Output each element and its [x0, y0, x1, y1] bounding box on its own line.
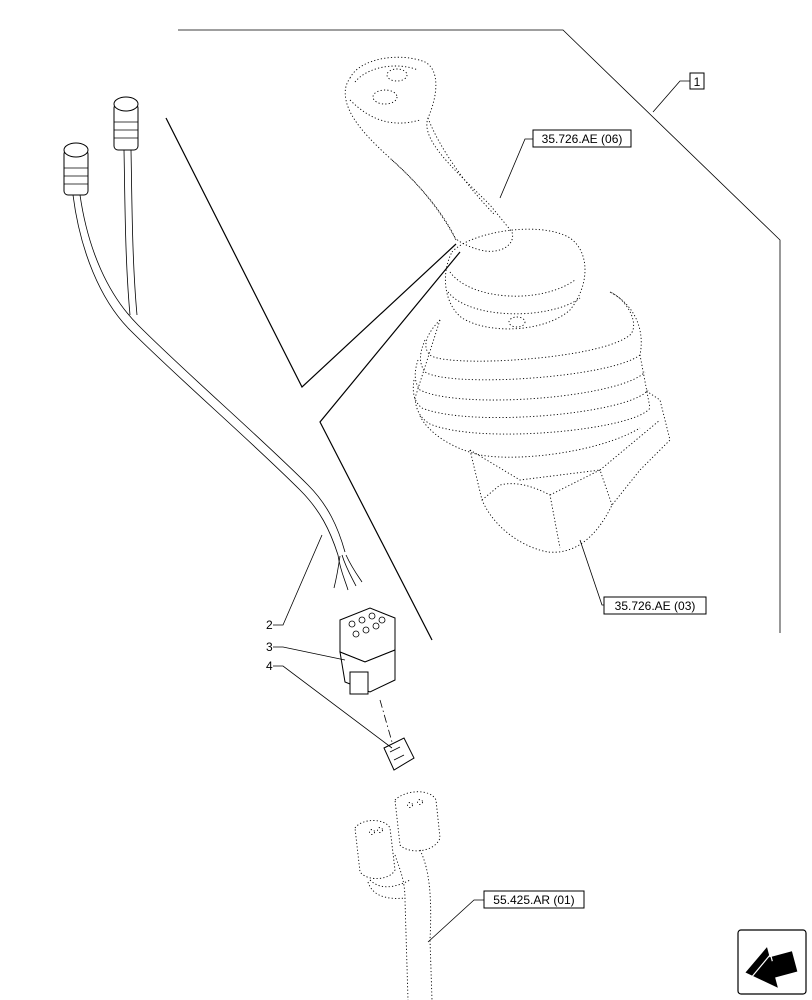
upper-cable [72, 149, 363, 591]
joystick-handle [344, 56, 514, 252]
assembly-frame [165, 29, 781, 641]
connector-plug-left [63, 142, 89, 196]
harness-connectors [354, 791, 441, 1000]
callout-item-4-label: 4 [266, 659, 273, 673]
connector-plug-right [113, 96, 139, 151]
ref-joystick-top-label[interactable]: 35.726.AE (06) [542, 132, 623, 146]
connector-housing [339, 607, 396, 695]
locking-wedge [383, 737, 415, 771]
callout-item-3-label: 3 [266, 640, 273, 654]
ref-link-harness[interactable]: 55.425.AR (01) [483, 890, 585, 909]
callout-item-2-label: 2 [266, 618, 273, 632]
joystick-boot [412, 228, 671, 553]
callout-item-1: 1 [689, 72, 705, 90]
ref-link-joystick-base[interactable]: 35.726.AE (03) [603, 596, 707, 615]
callout-item-1-label: 1 [694, 75, 701, 89]
ref-joystick-base-label[interactable]: 35.726.AE (03) [615, 599, 696, 613]
next-page-arrow-icon[interactable] [737, 929, 807, 995]
assembly-centerline [379, 699, 393, 743]
ref-harness-label[interactable]: 55.425.AR (01) [493, 893, 574, 907]
ref-link-joystick-top[interactable]: 35.726.AE (06) [532, 129, 632, 148]
leader-lines [273, 80, 690, 943]
